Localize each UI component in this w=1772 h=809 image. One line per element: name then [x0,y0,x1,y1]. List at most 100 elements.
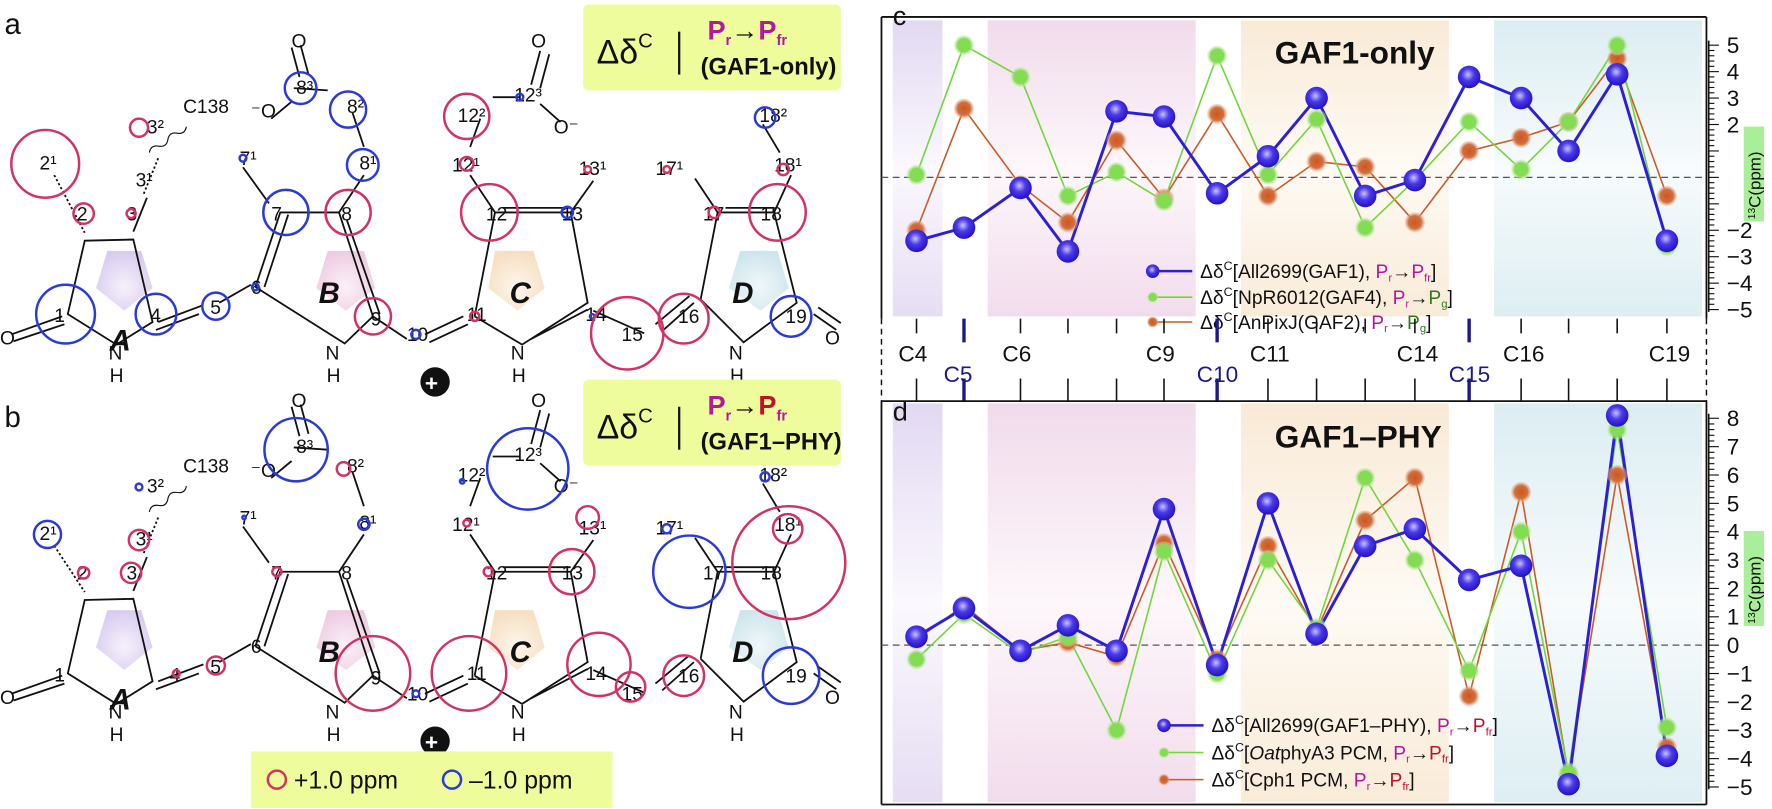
data-point [1257,535,1279,557]
svg-text:N: N [511,343,525,364]
data-point [1557,139,1580,163]
data-point [1306,151,1327,172]
svg-text:2¹: 2¹ [40,524,57,545]
series-line [915,43,1668,247]
data-point [1009,639,1032,663]
svg-text:3²: 3² [147,477,165,498]
svg-text:18²: 18² [759,465,787,486]
data-point [1605,404,1629,427]
data-point [1458,686,1480,707]
y-axis-label-c: 13C(ppm) [1746,151,1765,219]
svg-text:D: D [732,277,753,310]
svg-text:14: 14 [585,664,607,685]
category-label: C11 [1250,342,1290,367]
svg-text:O: O [531,391,546,412]
data-point [1257,185,1279,207]
data-point [1153,541,1175,562]
svg-text:10: 10 [407,325,428,346]
series-line [916,474,1668,776]
svg-text:2: 2 [77,204,88,225]
y-tick-label: 2 [1727,112,1740,137]
svg-text:11: 11 [467,664,487,685]
data-point [1509,554,1533,578]
svg-text:8³: 8³ [296,437,314,458]
data-point [1257,164,1279,185]
title-box-subtitle-b: (GAF1–PHY) [701,430,842,456]
data-point [1106,161,1127,183]
svg-text:6: 6 [251,278,262,299]
data-point [1009,176,1032,200]
svg-text:9: 9 [371,309,382,330]
y-tick-label: −4 [1727,271,1753,296]
data-point [1057,212,1079,233]
svg-text:N: N [729,343,743,364]
series-line [916,70,1669,255]
shift-circles-b [32,416,847,712]
svg-text:H: H [110,725,124,746]
svg-text:N: N [325,703,339,724]
data-point [1655,229,1679,253]
y-tick-label: −5 [1727,298,1753,323]
category-label: C9 [1146,342,1175,367]
data-point [1306,109,1327,130]
svg-text:1: 1 [54,306,65,327]
positive-circle-icon [266,769,288,790]
y-tick-label: −5 [1727,775,1753,800]
data-point [1257,549,1279,571]
svg-text:12³: 12³ [514,445,542,466]
data-point [1607,35,1628,56]
svg-text:O: O [292,31,307,52]
title-box-b: ΔδC Pr→Pfr (GAF1–PHY) [583,379,842,466]
y-tick-label: 7 [1727,435,1740,460]
svg-text:N: N [729,703,743,724]
series-line [915,429,1668,773]
category-label: C16 [1503,342,1544,367]
svg-text:B: B [319,636,340,669]
svg-text:8²: 8² [347,456,365,477]
data-point [1607,464,1628,486]
negative-circle-icon [441,769,463,790]
svg-text:H: H [110,366,124,387]
y-tick-label: 6 [1727,463,1740,488]
data-point [1153,191,1175,212]
y-tick-label: 5 [1727,491,1740,516]
series-group-d [905,404,1679,796]
svg-text:2: 2 [77,564,88,585]
svg-text:5: 5 [210,657,221,678]
ring-D-shade [728,250,789,311]
data-point [1305,622,1328,646]
panel-a: a ΔδC Pr→Pfr (GAF1-only) [0,4,842,397]
data-point [1605,62,1629,86]
title-box-a: ΔδC Pr→Pfr (GAF1-only) [583,4,841,91]
y-tick-label: 3 [1727,548,1740,573]
data-point [905,625,928,648]
svg-text:ΔδC[NpR6012(GAF4), Pr→Pg]: ΔδC[NpR6012(GAF4), Pr→Pg] [1200,285,1453,310]
series-line [915,56,1668,231]
shift-circles-a [10,71,813,371]
series-group-c [905,35,1679,263]
data-point [1256,492,1280,515]
y-tick-label: −3 [1727,245,1753,270]
legend-d: ΔδC[All2699(GAF1–PHY), Pr→Pfr] ΔδC[Oatph… [1157,713,1498,793]
y-tick-label: 3 [1727,86,1740,111]
svg-text:ΔδC: ΔδC [597,406,653,447]
panel-label-c: c [893,0,907,31]
svg-text:13¹: 13¹ [579,159,607,180]
svg-text:H: H [327,366,341,387]
category-label: C19 [1649,342,1690,367]
svg-text:13: 13 [562,564,583,585]
bridge-category-label: C10 [1197,362,1238,387]
data-point [1404,212,1426,233]
data-point [1510,521,1532,542]
svg-text:H: H [512,725,526,746]
svg-text:N: N [325,343,339,364]
data-point [906,649,927,670]
y-tick-label: 0 [1727,633,1740,658]
svg-text:O⁻: O⁻ [554,117,579,138]
svg-text:D: D [732,636,753,669]
panel-label-b: b [5,401,21,434]
svg-text:O: O [825,329,840,350]
svg-text:6: 6 [251,637,262,658]
panel-b: b ΔδC Pr→Pfr (GAF1–PHY) [0,379,847,756]
